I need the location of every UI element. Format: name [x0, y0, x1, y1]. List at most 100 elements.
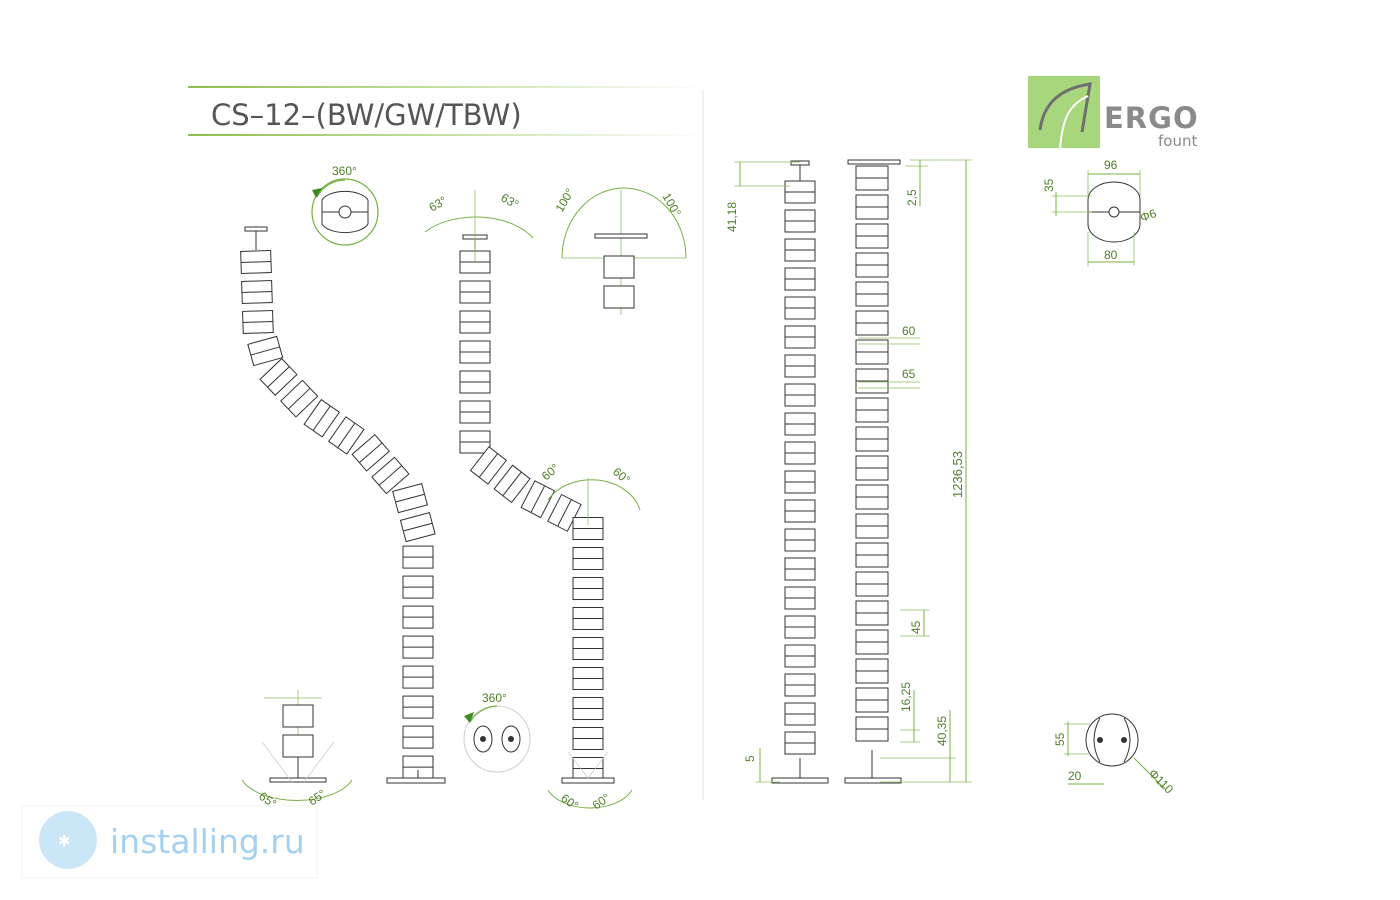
dim-label-110: Φ110 [1146, 766, 1176, 796]
angle-label-60-base-left: 60° [558, 791, 581, 813]
logo-subname: fount [1158, 132, 1197, 150]
title-rule-top [188, 86, 704, 88]
chain-segment [855, 455, 889, 481]
segment-seam [502, 471, 522, 497]
chain-segment [784, 180, 816, 204]
chain-segment [402, 635, 434, 659]
dim-label-5: 5 [743, 755, 757, 762]
chain-segment [784, 644, 816, 668]
rotation-circle [311, 178, 379, 246]
chain-plate [244, 226, 268, 232]
chain-segment [402, 545, 434, 569]
chain-segment [328, 416, 365, 455]
dim-label-96: 96 [1104, 158, 1118, 172]
clip-detail-bottom: 55 20 Φ110 [1053, 713, 1176, 797]
chain-segment [572, 727, 604, 751]
chain-segment [855, 165, 889, 191]
chain-segment [784, 412, 816, 436]
clip-center-hole [1108, 206, 1120, 218]
chain-segment [784, 441, 816, 465]
angle-label-63-left: 63° [427, 193, 450, 214]
dim-label-2-5: 2,5 [905, 189, 919, 206]
angle-label-100-left: 100° [552, 186, 577, 215]
chain-segment [784, 528, 816, 552]
chain-segment [303, 398, 341, 438]
chain-segment [784, 702, 816, 726]
chain-segment [402, 605, 434, 629]
segment-seam [557, 499, 572, 527]
logo-mark-icon [1038, 82, 1092, 133]
chain-segment [784, 470, 816, 494]
chain-segment [572, 517, 604, 541]
ergo-logo: ERGO fount [1028, 76, 1198, 151]
chain-segment [459, 340, 491, 364]
chain-segment [459, 400, 491, 424]
chain-segment [402, 695, 434, 719]
segment-seam [267, 366, 290, 388]
base-clip-pin [1097, 737, 1103, 743]
segment-seam [530, 485, 546, 513]
clip-detail-top: 96 Φ6 35 80 [1042, 158, 1159, 266]
chain-segment [855, 629, 889, 655]
chain-segment [855, 397, 889, 423]
dim-label-16: 16,25 [899, 682, 913, 712]
chain-segment [784, 557, 816, 581]
product-title: CS–12–(BW/GW/TBW) [211, 98, 522, 132]
side-segment [603, 255, 635, 279]
chain-segment [572, 697, 604, 721]
chain-segment [469, 446, 508, 485]
angle-label-65-right: 65° [306, 786, 329, 808]
base-ghost-line [587, 751, 609, 779]
chain-base [561, 777, 615, 784]
rotation-arrow-icon [312, 188, 322, 198]
watermark-logo-icon [39, 811, 97, 869]
chain-segment [855, 281, 889, 307]
chain-segment [459, 280, 491, 304]
chain-segment [572, 607, 604, 631]
rotation-label-top: 360° [332, 164, 357, 178]
chain-segment [259, 357, 298, 396]
chain-segment [855, 513, 889, 539]
angle-label-65-left: 65° [256, 789, 279, 811]
chain-segment [784, 383, 816, 407]
segment-seam [403, 522, 433, 532]
angle-arc-100 [561, 187, 687, 259]
dim-label-80: 80 [1104, 248, 1118, 262]
dim-label-hole: Φ6 [1138, 206, 1158, 225]
segment-seam [240, 261, 272, 263]
angle-label-60-base-right: 60° [590, 790, 613, 812]
logo-swoosh-icon [1059, 95, 1089, 151]
chain-segment [855, 600, 889, 626]
base-plate [269, 777, 327, 783]
segment-seam [378, 465, 403, 486]
angle-arc-60-base [547, 789, 633, 809]
chain-segment [242, 309, 274, 334]
segment-seam [395, 493, 425, 503]
chain-segment [402, 575, 434, 599]
clip-hole [338, 205, 352, 219]
chain-segment [572, 757, 604, 781]
chain-segment [520, 480, 556, 519]
chain-segment [784, 586, 816, 610]
chain-base [386, 777, 446, 784]
chain-segment [784, 209, 816, 233]
dim-label-total: 1236,53 [950, 451, 965, 498]
dim-label-60: 60 [902, 324, 916, 338]
dim-label-55: 55 [1053, 732, 1067, 746]
dim-label-20: 20 [1068, 769, 1082, 783]
chain-segment [784, 731, 816, 755]
angle-label-63-right: 63° [499, 190, 522, 211]
chain-segment [855, 223, 889, 249]
angle-label-100-right: 100° [659, 191, 684, 220]
chain-segment [855, 687, 889, 713]
chain-segment [784, 499, 816, 523]
angle-arc-63 [424, 216, 534, 239]
side-segment [603, 285, 635, 309]
side-plate [594, 233, 648, 239]
chain-segment [280, 379, 319, 418]
segment-seam [250, 346, 280, 356]
chain-segment [855, 310, 889, 336]
angle-detail-side: 100° 100° [552, 186, 687, 315]
segment-seam [337, 422, 356, 448]
